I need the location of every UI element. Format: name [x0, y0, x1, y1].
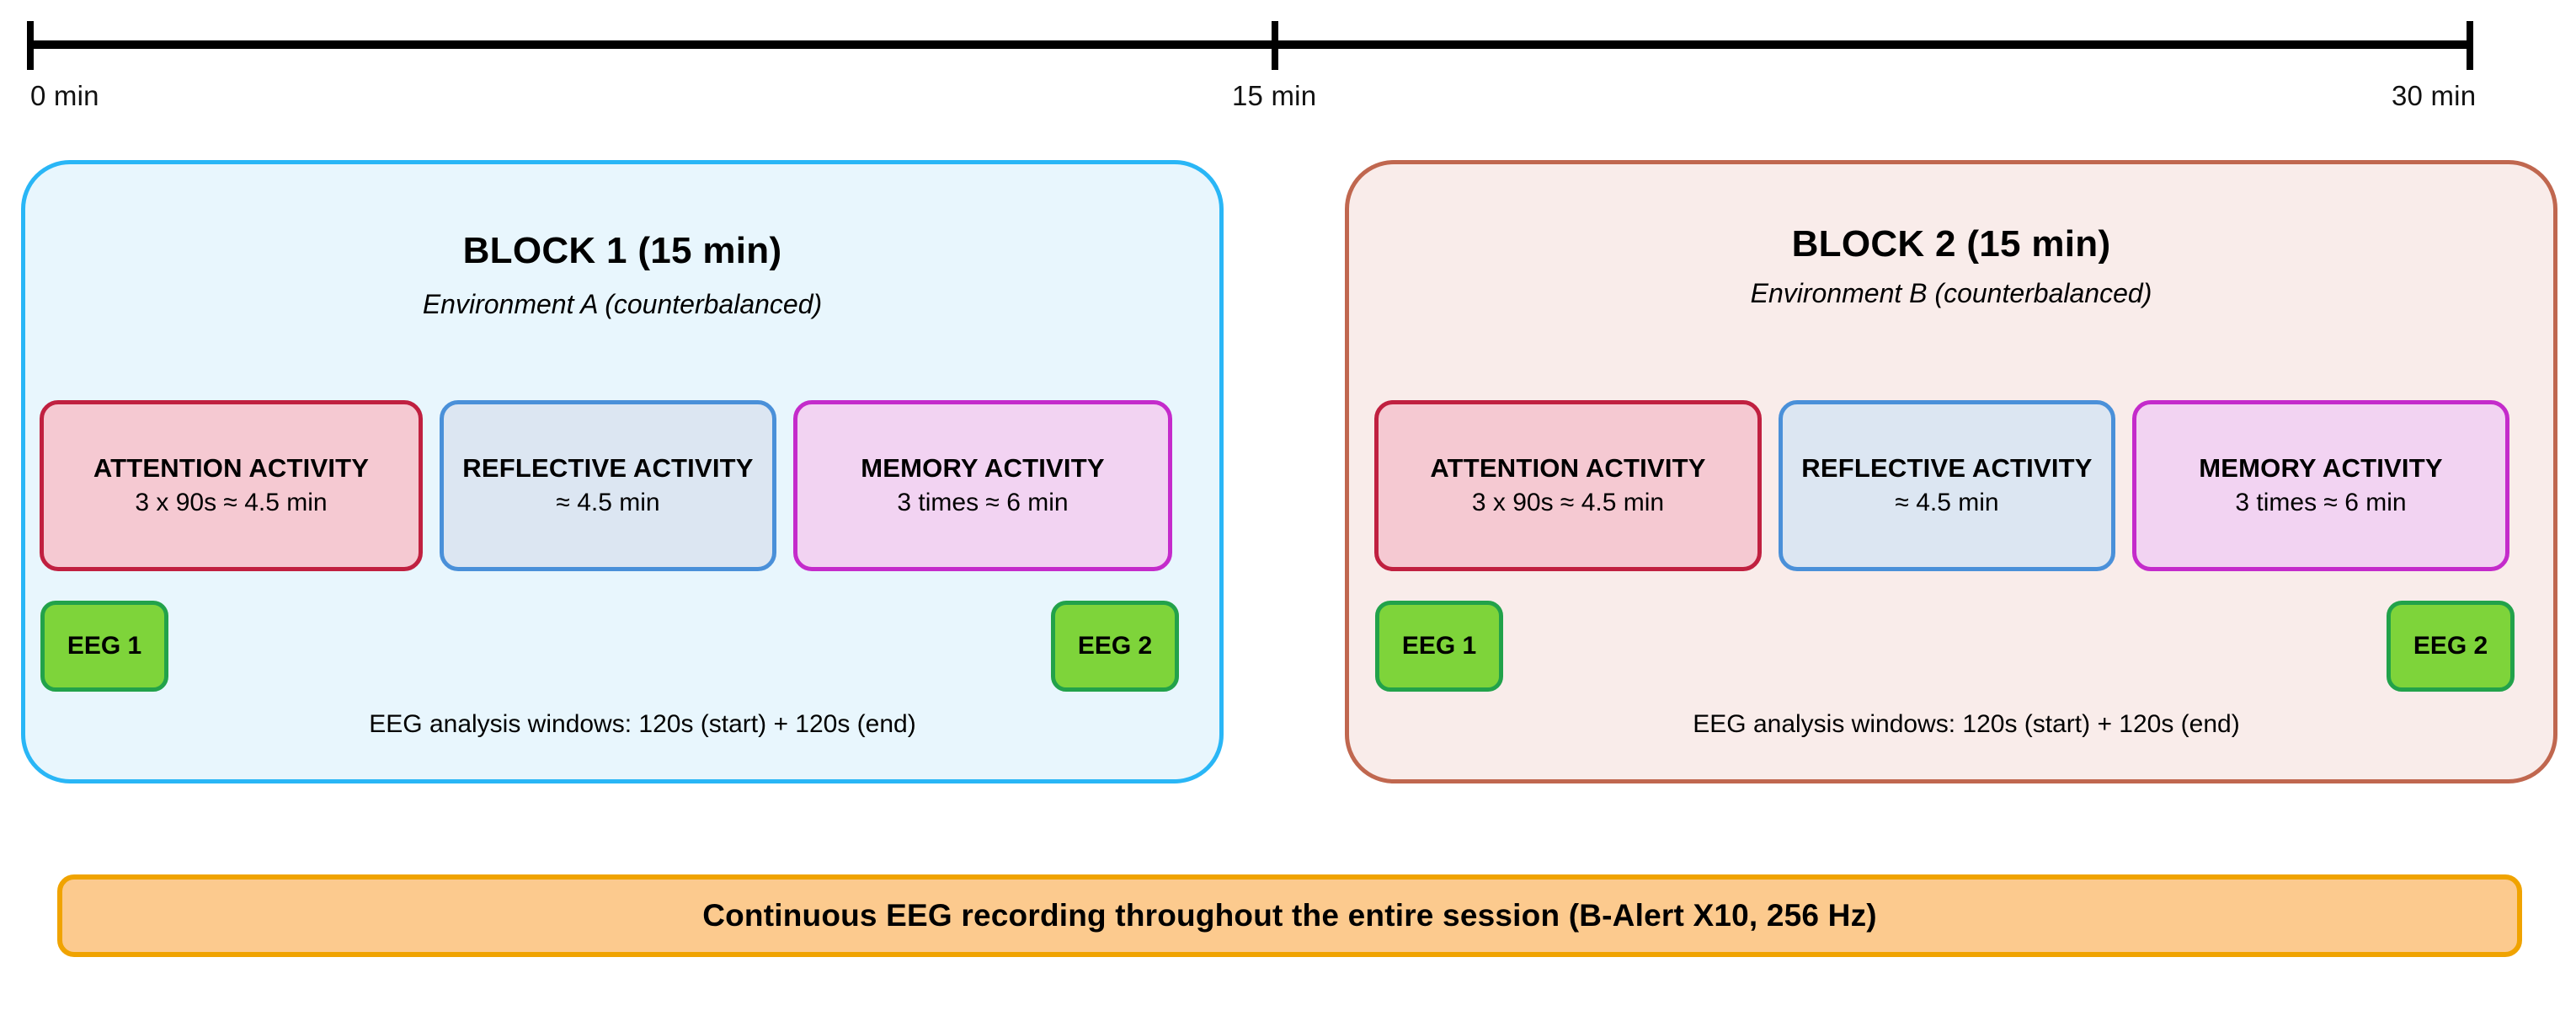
activity-title: ATTENTION ACTIVITY: [1430, 452, 1706, 483]
block-1-subtitle: Environment A (counterbalanced): [422, 289, 823, 319]
block-2-activities: ATTENTION ACTIVITY 3 x 90s ≈ 4.5 min REF…: [1349, 400, 2553, 573]
timeline-tick-30min: [2467, 21, 2473, 70]
block-2-title: BLOCK 2 (15 min): [1791, 223, 2111, 265]
block-2-subtitle: Environment B (counterbalanced): [1750, 278, 2152, 308]
timeline-tick-15min: [1272, 21, 1278, 70]
timeline-label-0min: 0 min: [30, 80, 99, 111]
continuous-eeg-banner: Continuous EEG recording throughout the …: [57, 874, 2522, 957]
session-timeline: 0 min 15 min 30 min: [0, 0, 2576, 135]
activity-title: ATTENTION ACTIVITY: [93, 452, 370, 483]
timeline-label-15min: 15 min: [1232, 80, 1317, 111]
activity-title: MEMORY ACTIVITY: [2199, 452, 2443, 483]
block-1-activities: ATTENTION ACTIVITY 3 x 90s ≈ 4.5 min REF…: [25, 400, 1219, 573]
block-2-eeg-marker-2: EEG 2: [2387, 601, 2515, 692]
activity-detail: 3 x 90s ≈ 4.5 min: [135, 488, 328, 516]
block-2-reflective-activity: REFLECTIVE ACTIVITY ≈ 4.5 min: [1779, 400, 2115, 571]
activity-detail: 3 times ≈ 6 min: [897, 488, 1069, 516]
activity-title: MEMORY ACTIVITY: [861, 452, 1105, 483]
block-1-memory-activity: MEMORY ACTIVITY 3 times ≈ 6 min: [793, 400, 1172, 571]
block-2-eeg-analysis-note: EEG analysis windows: 120s (start) + 120…: [1693, 710, 2240, 738]
block-1-reflective-activity: REFLECTIVE ACTIVITY ≈ 4.5 min: [440, 400, 776, 571]
timeline-label-30min: 30 min: [2392, 80, 2477, 111]
block-1-attention-activity: ATTENTION ACTIVITY 3 x 90s ≈ 4.5 min: [40, 400, 423, 571]
block-1-eeg-analysis-note: EEG analysis windows: 120s (start) + 120…: [369, 710, 916, 738]
block-2-eeg-marker-1: EEG 1: [1375, 601, 1503, 692]
block-1-title: BLOCK 1 (15 min): [462, 230, 782, 271]
activity-detail: 3 x 90s ≈ 4.5 min: [1471, 488, 1665, 516]
block-2-attention-activity: ATTENTION ACTIVITY 3 x 90s ≈ 4.5 min: [1374, 400, 1762, 571]
activity-title: REFLECTIVE ACTIVITY: [1801, 452, 2093, 483]
activity-detail: ≈ 4.5 min: [556, 488, 660, 516]
timeline-tick-0min: [27, 21, 34, 70]
block-1-eeg-marker-1: EEG 1: [40, 601, 168, 692]
timeline-axis-line: [29, 40, 2472, 49]
block-1-eeg-marker-2: EEG 2: [1051, 601, 1179, 692]
block-2-container: BLOCK 2 (15 min) Environment B (counterb…: [1345, 160, 2557, 783]
activity-detail: 3 times ≈ 6 min: [2235, 488, 2407, 516]
block-2-memory-activity: MEMORY ACTIVITY 3 times ≈ 6 min: [2132, 400, 2509, 571]
block-1-container: BLOCK 1 (15 min) Environment A (counterb…: [21, 160, 1224, 783]
activity-detail: ≈ 4.5 min: [1895, 488, 1999, 516]
activity-title: REFLECTIVE ACTIVITY: [462, 452, 754, 483]
